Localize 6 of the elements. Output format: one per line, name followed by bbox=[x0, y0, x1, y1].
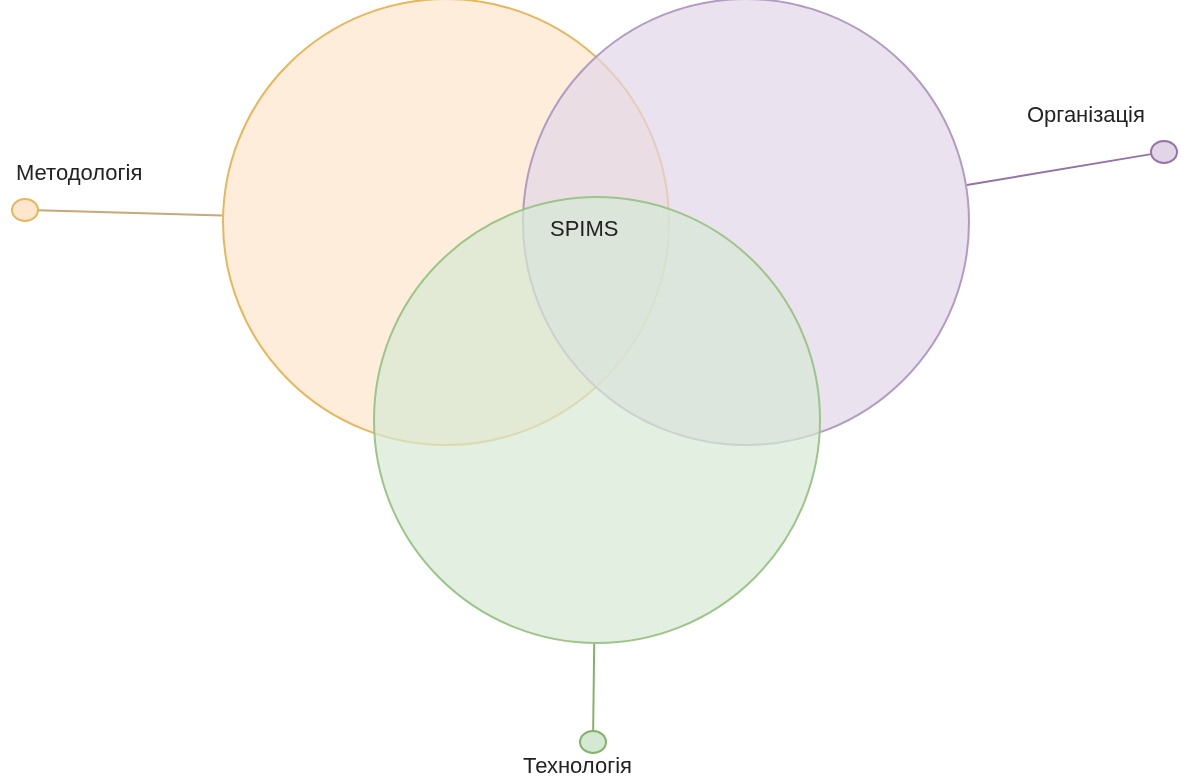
connector-line bbox=[37, 209, 224, 217]
node-label: Технологія bbox=[523, 753, 632, 779]
center-label: SPIMS bbox=[550, 216, 619, 242]
node-label: Методологія bbox=[16, 160, 143, 186]
node-label: Організація bbox=[1027, 102, 1145, 128]
connector-line bbox=[592, 643, 596, 732]
